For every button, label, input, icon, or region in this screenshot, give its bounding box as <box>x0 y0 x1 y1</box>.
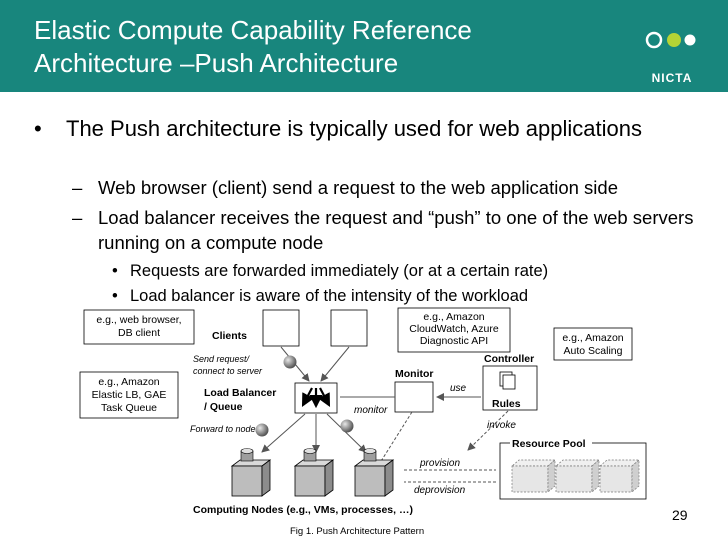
slide-title: Elastic Compute Capability Reference Arc… <box>34 14 594 80</box>
load-balancer-icon <box>301 387 331 409</box>
deprovision-label: deprovision <box>414 485 466 496</box>
note-clients-line-1: e.g., web browser, <box>96 314 181 326</box>
bullet-sub-2a-text: Requests are forwarded immediately (or a… <box>130 262 549 280</box>
computing-nodes-label: Computing Nodes (e.g., VMs, processes, …… <box>193 504 413 516</box>
compute-node-icon <box>230 448 272 497</box>
title-line-1: Elastic Compute Capability Reference <box>34 15 472 45</box>
clients-label: Clients <box>212 330 247 342</box>
rules-label: Rules <box>492 398 521 410</box>
note-lb-line-1: e.g., Amazon <box>98 376 159 388</box>
note-monitor-line-1: e.g., Amazon <box>423 311 484 323</box>
lb-to-node-arrow <box>326 413 367 453</box>
note-monitor-box <box>397 307 511 353</box>
forward-label: Forward to nodes <box>190 424 261 434</box>
compute-node-icon <box>293 448 335 497</box>
invoke-label: invoke <box>487 420 516 431</box>
compute-node-icon <box>353 448 395 497</box>
title-line-2: Architecture –Push Architecture <box>34 48 399 78</box>
dash-icon: – <box>72 207 83 228</box>
invoke-arrow <box>467 410 509 451</box>
send-request-line-2: connect to server <box>193 366 263 376</box>
lb-label-line-1: Load Balancer <box>204 387 276 399</box>
client-to-lb-arrow <box>320 346 350 382</box>
bullet-sub-1-text: Web browser (client) send a request to t… <box>98 177 618 198</box>
logo-dots-icon <box>645 31 696 49</box>
note-lb-box <box>79 371 179 419</box>
bullet-dot-icon: • <box>112 287 118 305</box>
note-autoscale-box <box>553 327 633 361</box>
client-box <box>262 309 300 347</box>
page-number: 29 <box>672 507 688 523</box>
logo-text: NICTA <box>651 71 693 85</box>
note-monitor-line-3: Diagnostic API <box>420 335 488 347</box>
note-autoscale-line-2: Auto Scaling <box>564 345 623 357</box>
note-autoscale-line-1: e.g., Amazon <box>562 332 623 344</box>
client-box <box>330 309 368 347</box>
note-monitor-line-2: CloudWatch, Azure <box>409 323 499 335</box>
lb-label-line-2: / Queue <box>204 401 243 413</box>
use-label: use <box>450 383 467 394</box>
resource-pool-label-bg <box>510 439 592 449</box>
note-lb-line-3: Task Queue <box>101 402 157 414</box>
monitor-nodes-edge <box>377 411 413 467</box>
request-ball-icon <box>255 423 269 437</box>
pool-vm-icon <box>599 459 640 493</box>
monitor-edge-label: monitor <box>354 405 388 416</box>
request-ball-icon <box>283 355 297 369</box>
bullet-sub-2b-text: Load balancer is aware of the intensity … <box>130 287 529 305</box>
provision-label: provision <box>419 458 460 469</box>
note-lb-line-2: Elastic LB, GAE <box>92 389 167 401</box>
bullet-dot-icon: • <box>34 116 42 141</box>
figure-caption: Fig 1. Push Architecture Pattern <box>290 526 425 537</box>
monitor-label: Monitor <box>395 368 434 380</box>
note-clients-box <box>83 309 195 345</box>
monitor-box <box>394 381 434 413</box>
bullet-sub-2-text: Load balancer receives the request and “… <box>98 207 694 253</box>
resource-pool-label: Resource Pool <box>512 438 586 450</box>
bullet-dot-icon: • <box>112 262 118 280</box>
lb-to-node-arrow <box>261 413 306 453</box>
dash-icon: – <box>72 177 83 198</box>
controller-label: Controller <box>484 353 534 365</box>
send-request-line-1: Send request/ <box>193 354 251 364</box>
bullet-main-text: The Push architecture is typically used … <box>66 116 642 141</box>
note-clients-line-2: DB client <box>118 327 160 339</box>
nicta-logo: NICTA <box>640 26 710 88</box>
rules-document-icon <box>499 371 516 390</box>
request-ball-icon <box>340 419 354 433</box>
pool-vm-icon <box>555 459 600 493</box>
title-bar: Elastic Compute Capability Reference Arc… <box>0 0 728 92</box>
pool-vm-icon <box>511 459 556 493</box>
